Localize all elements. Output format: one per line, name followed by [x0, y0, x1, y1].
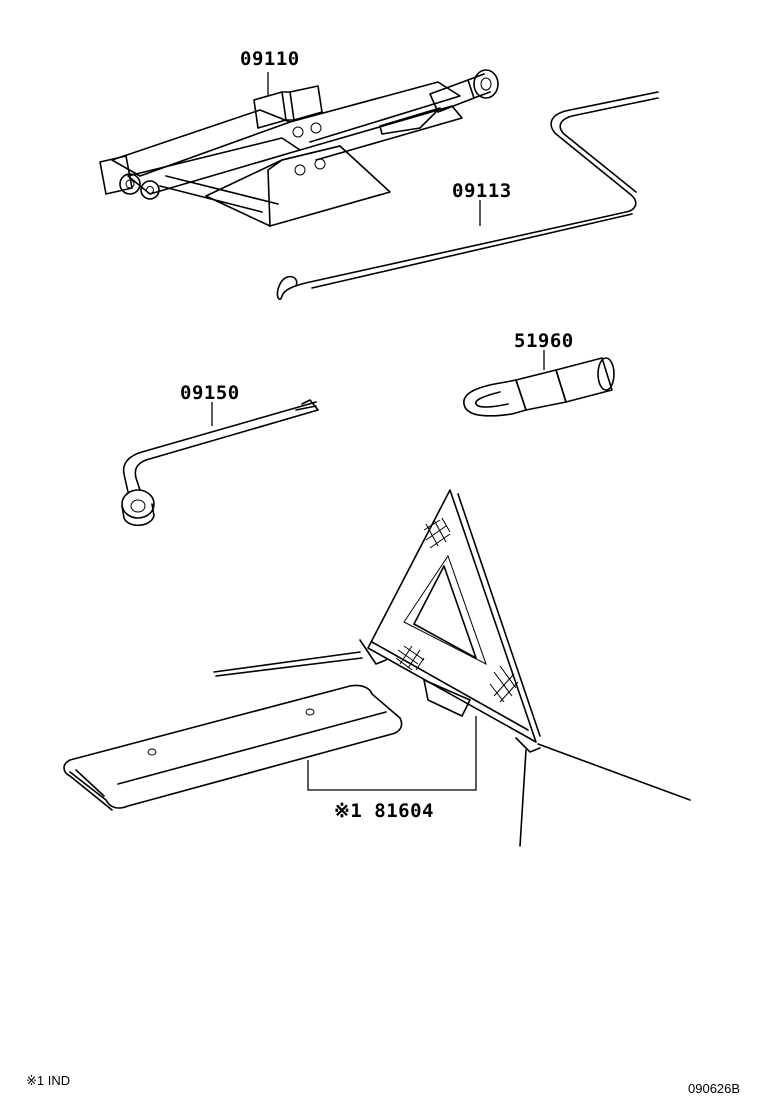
leader-81604 [307, 716, 477, 791]
warning-triangle-drawing [213, 489, 691, 847]
part-label-09150: 09150 [180, 382, 240, 404]
part-label-09110: 09110 [240, 48, 300, 70]
towing-eyelet-drawing [463, 357, 615, 417]
footnote: ※1 IND [26, 1073, 71, 1088]
diagram-code: 090626B [688, 1081, 741, 1096]
part-label-81604: ※1 81604 [334, 800, 434, 822]
lug-wrench-drawing [121, 399, 319, 527]
jack-handle-drawing [276, 91, 659, 300]
part-label-51960: 51960 [514, 330, 574, 352]
scissor-jack-drawing [99, 69, 499, 227]
part-label-09113: 09113 [452, 180, 512, 202]
storage-case-drawing [63, 684, 403, 811]
